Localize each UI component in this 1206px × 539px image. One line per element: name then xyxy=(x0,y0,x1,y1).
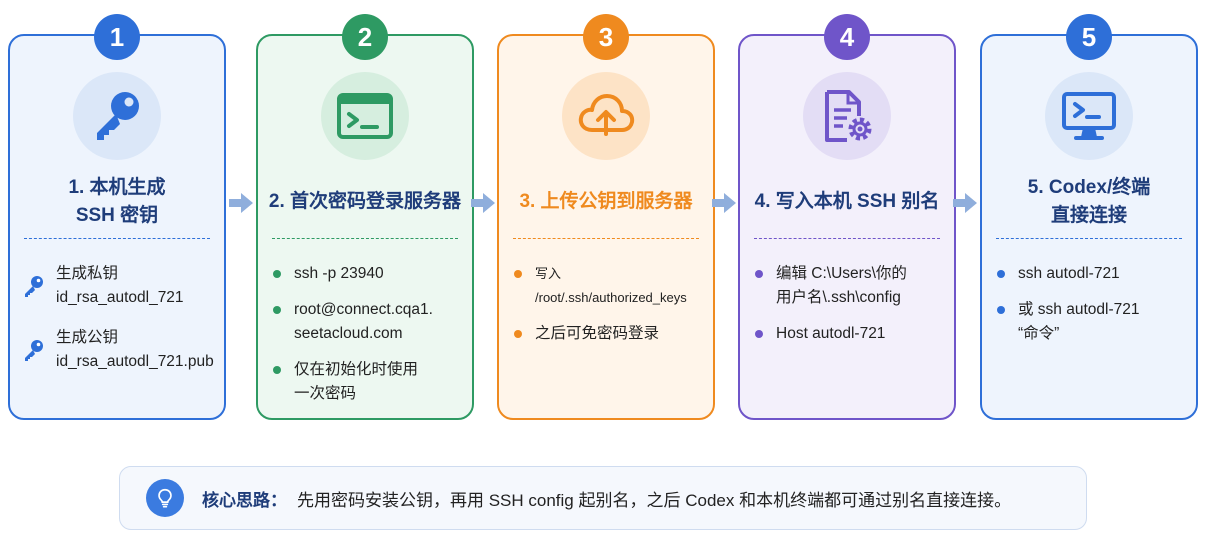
tip-label: 核心思路： xyxy=(202,490,287,510)
step-number-badge: 1 xyxy=(94,14,140,60)
list-item-text: Host autodl-721 xyxy=(776,325,886,342)
step-title: 5. Codex/终端 直接连接 xyxy=(986,172,1192,232)
list-item: Host autodl-721 xyxy=(754,322,948,346)
bullet-dot xyxy=(514,270,522,278)
list-item-text: 编辑 C:\Users\你的 用户名\.ssh\config xyxy=(776,265,907,306)
step-items: ssh -p 23940 root@connect.cqa1. seetaclo… xyxy=(272,262,466,418)
dashed-divider xyxy=(996,238,1182,239)
list-item-text: 之后可免密码登录 xyxy=(535,325,660,342)
step-items: 编辑 C:\Users\你的 用户名\.ssh\config Host auto… xyxy=(754,262,948,358)
step-title-line: SSH 密钥 xyxy=(75,205,159,226)
config-file-icon-circle xyxy=(803,72,891,160)
list-item: 仅在初始化时使用 一次密码 xyxy=(272,358,466,406)
list-item-text: 生成私钥 id_rsa_autodl_721 xyxy=(56,265,184,306)
step-card-3: 3 3. 上传公钥到服务器 写入 /root/.ssh/authorized_k… xyxy=(497,14,715,420)
bullet-dot xyxy=(273,366,281,374)
bullet-dot xyxy=(514,330,522,338)
config-file-icon xyxy=(825,90,872,142)
bullet-dot xyxy=(755,330,763,338)
step-title-line: 5. Codex/终端 xyxy=(1027,177,1151,198)
list-item: 写入 /root/.ssh/authorized_keys xyxy=(513,262,707,310)
bullet-dot xyxy=(273,306,281,314)
list-item: 编辑 C:\Users\你的 用户名\.ssh\config xyxy=(754,262,948,310)
step-card-4: 4 4. 写入本机 SSH 别名 编辑 C:\Users\你的 用户名\.ssh… xyxy=(738,14,956,420)
step-title-line: 直接连接 xyxy=(1050,205,1127,226)
bullet-dot xyxy=(273,270,281,278)
step-title: 1. 本机生成 SSH 密钥 xyxy=(14,172,220,232)
step-items: 写入 /root/.ssh/authorized_keys 之后可免密码登录 xyxy=(513,262,707,358)
bullet-dot xyxy=(997,306,1005,314)
list-item-text: 写入 /root/.ssh/authorized_keys xyxy=(535,266,687,305)
step-card-1: 1 1. 本机生成 SSH 密钥 生成私钥 id_rsa_autodl_721 … xyxy=(8,14,226,420)
flow-arrow-icon xyxy=(229,193,253,213)
step-title-line: 4. 写入本机 SSH 别名 xyxy=(754,191,940,212)
list-item: 或 ssh autodl-721 “命令” xyxy=(996,298,1190,346)
list-item-text: root@connect.cqa1. seetacloud.com xyxy=(294,301,433,342)
tip-text: 先用密码安装公钥，再用 SSH config 起别名，之后 Codex 和本机终… xyxy=(297,490,1012,510)
bullet-dot xyxy=(997,270,1005,278)
step-title-line: 2. 首次密码登录服务器 xyxy=(268,191,462,212)
list-item: root@connect.cqa1. seetacloud.com xyxy=(272,298,466,346)
list-item: 生成公钥 id_rsa_autodl_721.pub xyxy=(24,326,218,374)
small-key-icon xyxy=(25,340,43,361)
monitor-terminal-icon xyxy=(1062,92,1116,140)
small-key-icon xyxy=(25,276,43,297)
step-title: 2. 首次密码登录服务器 xyxy=(262,172,468,232)
list-item-text: 或 ssh autodl-721 “命令” xyxy=(1018,301,1140,342)
step-number-badge: 5 xyxy=(1066,14,1112,60)
core-idea-banner: 核心思路： 先用密码安装公钥，再用 SSH config 起别名，之后 Code… xyxy=(119,466,1087,530)
key-icon-circle xyxy=(73,72,161,160)
dashed-divider xyxy=(754,238,940,239)
step-number-badge: 3 xyxy=(583,14,629,60)
step-number-badge: 4 xyxy=(824,14,870,60)
flow-arrow-icon xyxy=(953,193,977,213)
terminal-window-icon-circle xyxy=(321,72,409,160)
list-item: 之后可免密码登录 xyxy=(513,322,707,346)
cloud-upload-icon-circle xyxy=(562,72,650,160)
step-title-line: 3. 上传公钥到服务器 xyxy=(519,191,693,212)
dashed-divider xyxy=(513,238,699,239)
step-number-badge: 2 xyxy=(342,14,388,60)
list-item: ssh -p 23940 xyxy=(272,262,466,286)
list-item-text: ssh -p 23940 xyxy=(294,265,384,282)
list-item: ssh autodl-721 xyxy=(996,262,1190,286)
step-items: ssh autodl-721 或 ssh autodl-721 “命令” xyxy=(996,262,1190,358)
bullet-dot xyxy=(755,270,763,278)
step-title: 3. 上传公钥到服务器 xyxy=(503,172,709,232)
key-icon xyxy=(97,92,139,140)
list-item-text: ssh autodl-721 xyxy=(1018,265,1120,282)
list-item: 生成私钥 id_rsa_autodl_721 xyxy=(24,262,218,310)
list-item-text: 仅在初始化时使用 一次密码 xyxy=(294,361,419,402)
monitor-terminal-icon-circle xyxy=(1045,72,1133,160)
flow-arrow-icon xyxy=(471,193,495,213)
step-title: 4. 写入本机 SSH 别名 xyxy=(744,172,950,232)
step-items: 生成私钥 id_rsa_autodl_721 生成公钥 id_rsa_autod… xyxy=(24,262,218,390)
step-title-line: 1. 本机生成 xyxy=(68,177,166,198)
cloud-upload-icon xyxy=(578,94,635,136)
dashed-divider xyxy=(272,238,458,239)
terminal-window-icon xyxy=(337,93,393,139)
lightbulb-icon xyxy=(146,479,184,517)
step-card-2: 2 2. 首次密码登录服务器 ssh -p 23940 root@connect… xyxy=(256,14,474,420)
flow-arrow-icon xyxy=(712,193,736,213)
dashed-divider xyxy=(24,238,210,239)
step-card-5: 5 5. Codex/终端 直接连接 ssh autodl-721 或 ssh … xyxy=(980,14,1198,420)
list-item-text: 生成公钥 id_rsa_autodl_721.pub xyxy=(56,329,214,370)
lightbulb-glyph xyxy=(158,488,172,508)
